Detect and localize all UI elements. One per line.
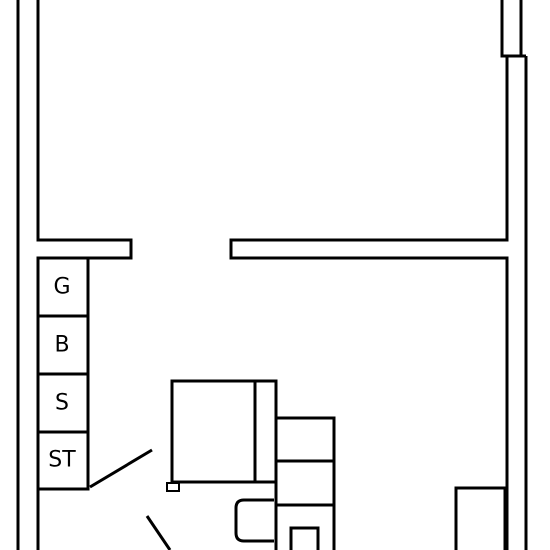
closet-label-b: B [54, 333, 69, 358]
closet-label-g: G [53, 275, 70, 300]
closet-s: S [55, 391, 69, 416]
window-upper-right [500, 0, 526, 58]
chair [234, 498, 274, 543]
closet-b: B [54, 333, 69, 358]
closet-label-s: S [55, 391, 69, 416]
furniture-box-right [454, 486, 507, 550]
door-swing-line [89, 448, 153, 489]
closet-g: G [53, 275, 70, 300]
closet-stack [36, 256, 90, 491]
closet-st: ST [48, 448, 76, 473]
closet-label-st: ST [48, 448, 76, 473]
interior-wall-right [229, 56, 528, 550]
bed [166, 379, 278, 492]
door-swing-line-lower [145, 515, 172, 550]
cabinet-units [274, 416, 336, 550]
